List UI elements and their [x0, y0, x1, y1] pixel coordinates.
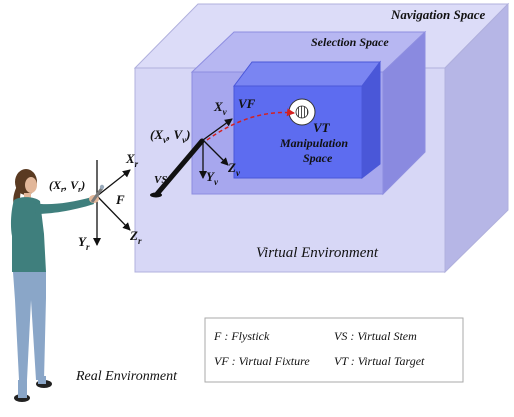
manipulation-space-box — [233, 60, 381, 180]
yv-label: Yv — [206, 169, 219, 187]
zr-label: Zr — [129, 228, 142, 246]
zr-axis — [96, 195, 131, 231]
legend-virtual-target: VT : Virtual Target — [334, 354, 425, 368]
virtual-environment-label: Virtual Environment — [256, 245, 379, 261]
vs-label: VS — [154, 174, 167, 186]
virtual-stem-base — [150, 192, 162, 198]
manipulation-front-face — [233, 85, 363, 179]
selection-space-label: Selection Space — [311, 35, 389, 49]
manipulation-space-label-line1: Manipulation — [279, 136, 348, 150]
xr-label: Xr — [125, 151, 139, 169]
person-neck — [24, 193, 31, 199]
xr-axis — [96, 169, 131, 197]
xv-label: Xv — [213, 99, 228, 117]
virtual-target-hatch — [295, 105, 309, 119]
zv-label: Zv — [227, 160, 241, 178]
fixture-path — [206, 108, 295, 141]
person-shoe-left-top — [18, 380, 27, 398]
virtual-origin-label: (Xv, Vv) — [150, 127, 191, 145]
manipulation-space-label-line2: Space — [303, 151, 333, 165]
manipulation-top-face — [233, 61, 381, 87]
legend-frame — [204, 317, 464, 383]
person-face — [25, 177, 37, 193]
flystick-marker — [99, 184, 105, 190]
legend-virtual-stem: VS : Virtual Stem — [334, 329, 417, 343]
virtual-target — [288, 98, 316, 126]
person-shoe-right-top — [38, 376, 46, 384]
flystick-icon — [90, 187, 104, 203]
person-figure — [10, 169, 105, 402]
zv-axis — [202, 139, 229, 166]
person-jeans — [13, 272, 46, 380]
xv-axis — [202, 118, 233, 141]
legend-box: F : Flystick VS : Virtual Stem VF : Virt… — [204, 317, 464, 383]
real-origin-label: (Xr, Vr) — [49, 178, 85, 194]
real-environment-label: Real Environment — [75, 369, 178, 384]
f-label: F — [115, 192, 125, 207]
person-torso — [10, 197, 47, 272]
vf-label: VF — [238, 96, 256, 111]
person-arm — [34, 197, 94, 214]
yr-label: Yr — [78, 234, 90, 252]
vt-label: VT — [313, 120, 331, 135]
legend-flystick: F : Flystick — [213, 329, 270, 343]
virtual-stem-rod — [154, 138, 205, 197]
navigation-space-label: Navigation Space — [390, 7, 485, 22]
legend-virtual-fixture: VF : Virtual Fixture — [214, 354, 310, 368]
virtual-stem — [150, 138, 205, 198]
